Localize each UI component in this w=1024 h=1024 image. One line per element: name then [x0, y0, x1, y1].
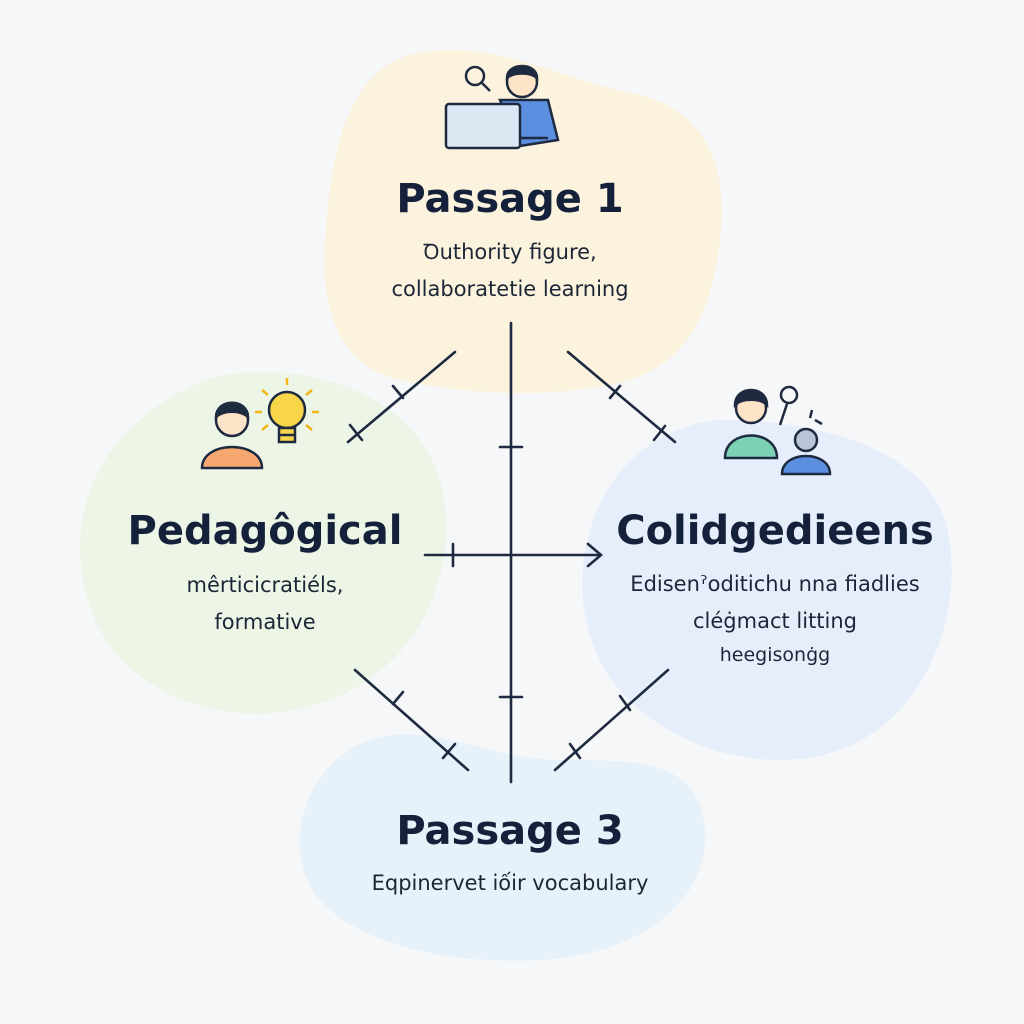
right-line-2: cléġmact litting — [692, 609, 858, 633]
left-line-2: formative — [214, 610, 316, 634]
blob-right — [582, 419, 952, 761]
tick-bottom-right-1 — [618, 694, 632, 712]
tick-bottom-right-2 — [568, 742, 582, 760]
top-line-2: collaboratetie learning — [391, 277, 629, 301]
blob-left — [80, 371, 446, 714]
connector-bottom-right — [553, 668, 670, 772]
connector-bottom-left — [353, 668, 470, 772]
title-bottom: Passage 3 — [396, 808, 624, 854]
person-at-laptop-icon — [444, 64, 560, 150]
magnifier-icon — [464, 65, 491, 92]
title-right: Colidgedieens — [616, 508, 934, 554]
title-left: Pedagôgical — [127, 508, 403, 554]
lightbulb-outline-icon — [778, 385, 823, 426]
tick-top-left-2 — [348, 423, 364, 442]
arrow-head-right — [586, 542, 604, 568]
tick-bottom-left-1 — [391, 690, 405, 706]
tick-top-right-1 — [608, 384, 622, 400]
bottom-line-1: Eqpinervet iốir vocabulary — [371, 871, 649, 895]
right-line-1: Edisenˀoditichu nna fiadlies — [630, 572, 920, 596]
tick-bottom-left-2 — [441, 742, 457, 760]
tick-top-right-2 — [652, 424, 667, 442]
title-top: Passage 1 — [396, 176, 624, 222]
left-line-1: mêrticicratiéls, — [186, 573, 344, 597]
right-line-3: heegisonġg — [719, 644, 831, 666]
lightbulb-icon — [255, 378, 319, 444]
connector-top-right — [566, 350, 677, 444]
blob-top — [324, 49, 722, 394]
person-icon — [200, 401, 264, 470]
connectors — [346, 321, 677, 784]
top-line-1: Ꝺuthority figure, — [423, 240, 597, 264]
tick-top-left-1 — [391, 384, 405, 400]
two-people-icon — [723, 388, 832, 476]
blob-bottom — [299, 734, 706, 961]
